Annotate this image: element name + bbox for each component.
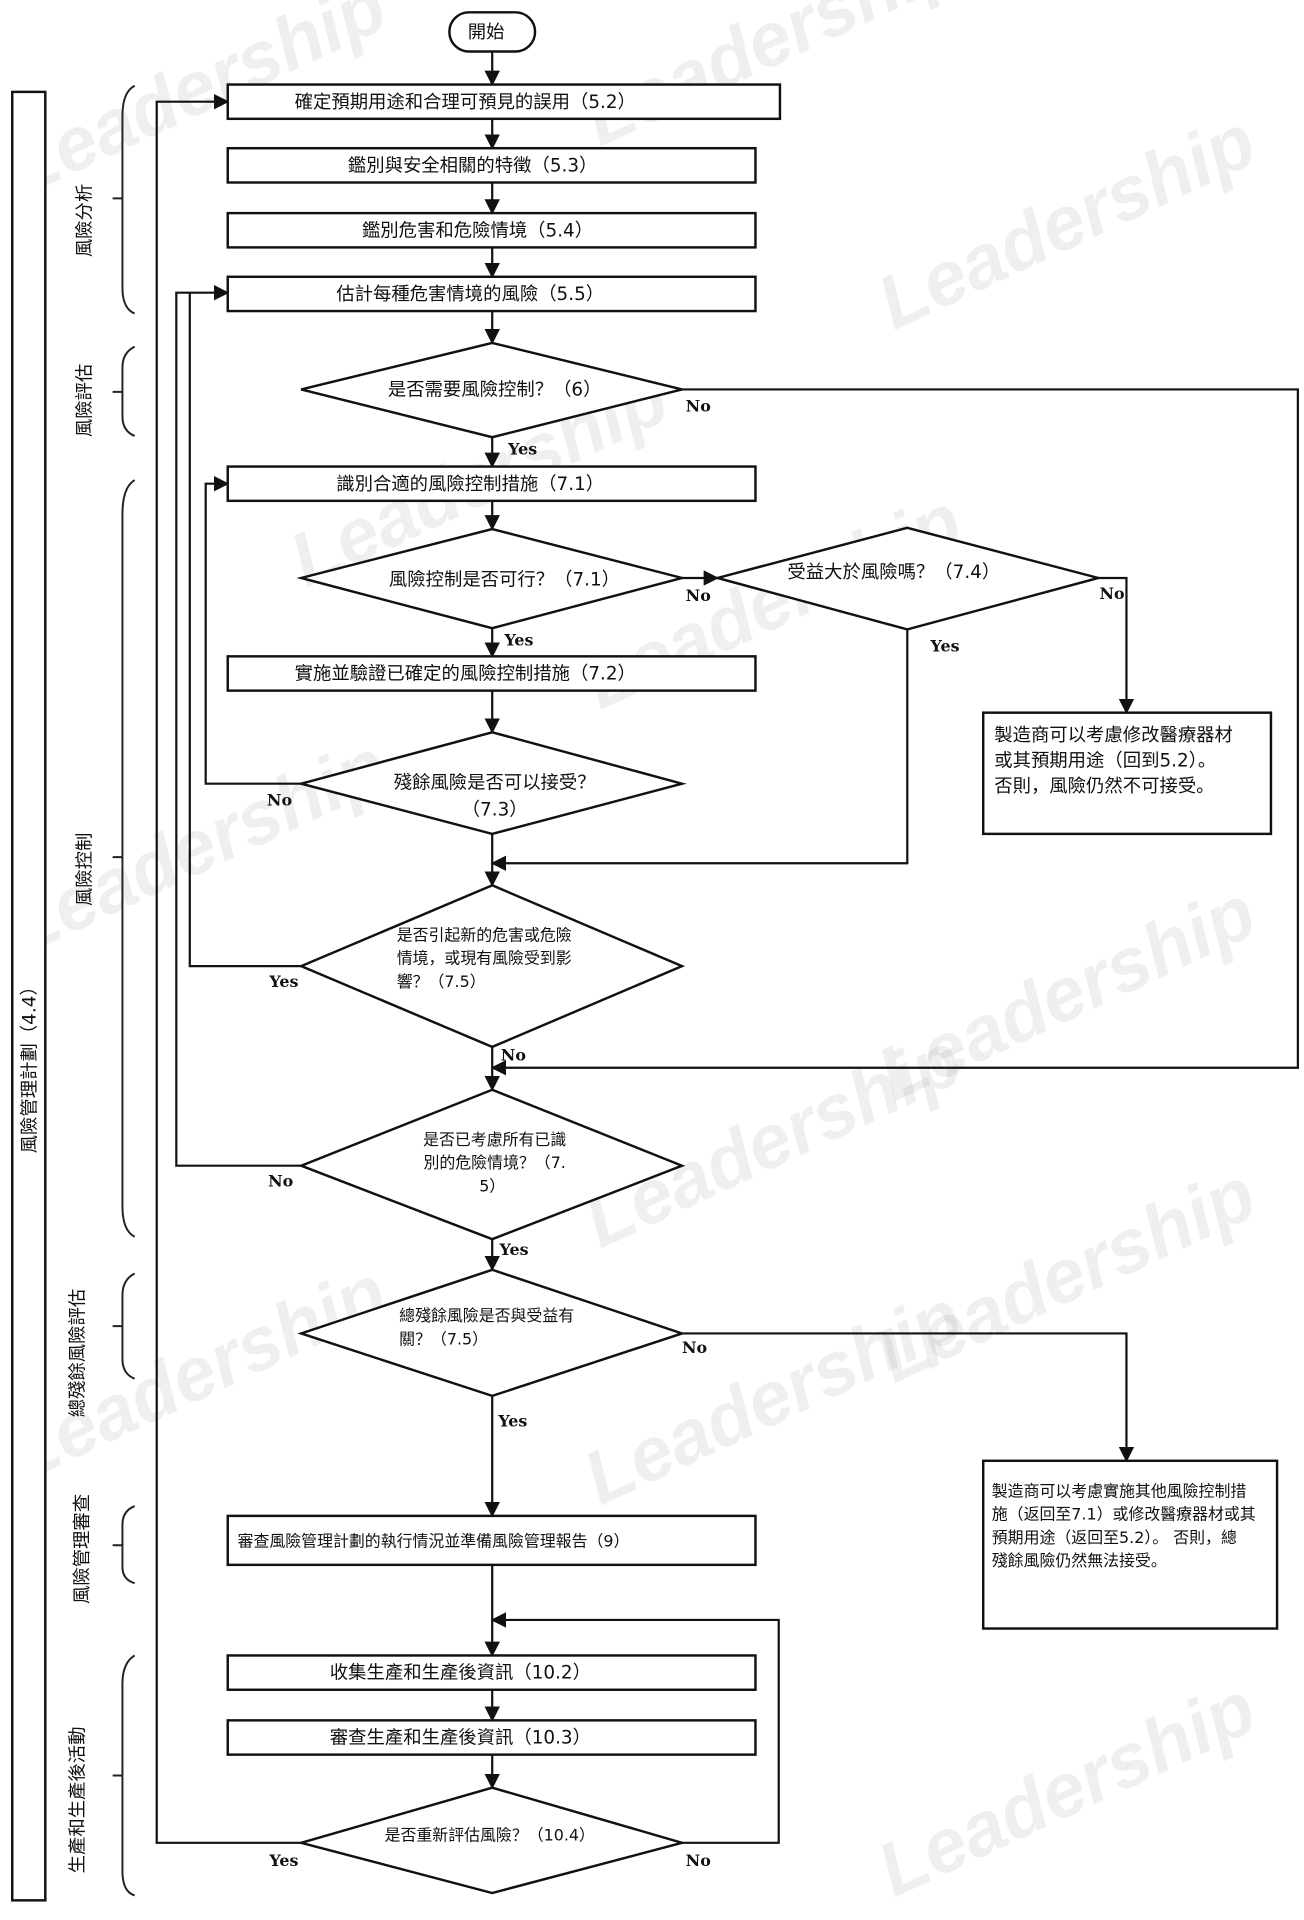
no-label: No: [501, 1045, 526, 1064]
svg-text:施（返回至7.1）或修改醫療器材或其: 施（返回至7.1）或修改醫療器材或其: [992, 1505, 1256, 1524]
svg-text:估計每種危害情境的風險（5.5）: 估計每種危害情境的風險（5.5）: [336, 284, 604, 305]
svg-text:是否需要風險控制？（6）: 是否需要風險控制？（6）: [388, 380, 602, 401]
start-label: 開始: [468, 22, 505, 43]
svg-text:5）: 5）: [479, 1176, 505, 1195]
decision-all-considered: 是否已考慮所有已識 別的危險情境？（7. 5）: [297, 1088, 686, 1241]
yes-label: Yes: [507, 439, 537, 458]
svg-text:收集生產和生產後資訊（10.2）: 收集生產和生產後資訊（10.2）: [330, 1663, 591, 1684]
box-estimate-risk: 估計每種危害情境的風險（5.5）: [226, 275, 757, 313]
watermark: Leadership: [865, 1665, 1268, 1913]
watermark: Leadership: [571, 1016, 974, 1264]
no-label: No: [267, 791, 292, 810]
no-label: No: [1100, 584, 1125, 603]
svg-text:受益大於風險嗎？（7.4）: 受益大於風險嗎？（7.4）: [787, 562, 1000, 583]
svg-text:總殘餘風險是否與受益有: 總殘餘風險是否與受益有: [399, 1306, 574, 1325]
phase-braces: 風險分析 風險評估 風險控制 總殘餘風險評估 風險管理審查 生產和生產後活動: [67, 84, 136, 1897]
branch-labels: No Yes No Yes No Yes No Yes No No Yes No…: [267, 396, 1125, 1870]
svg-text:是否重新評估風險？（10.4）: 是否重新評估風險？（10.4）: [385, 1825, 595, 1844]
svg-text:關？（7.5）: 關？（7.5）: [399, 1329, 488, 1348]
svg-text:預期用途（返回至5.2）。 否則，總: 預期用途（返回至5.2）。 否則，總: [992, 1528, 1237, 1547]
watermark: Leadership: [865, 1151, 1268, 1399]
decision-residual-acceptable: 殘餘風險是否可以接受？ （7.3）: [296, 730, 687, 836]
note-overall-unacceptable: 製造商可以考慮實施其他風險控制措 施（返回至7.1）或修改醫療器材或其 預期用途…: [981, 1459, 1279, 1630]
box-identify-hazards: 鑑別危害和危險情境（5.4）: [226, 211, 757, 249]
svg-text:否則，風險仍然不可接受。: 否則，風險仍然不可接受。: [994, 776, 1214, 797]
svg-text:審查風險管理計劃的執行情況並準備風險管理報告（9）: 審查風險管理計劃的執行情況並準備風險管理報告（9）: [238, 1531, 630, 1550]
yes-label: Yes: [930, 636, 960, 655]
watermark: Leadership: [571, 0, 974, 162]
svg-text:識別合適的風險控制措施（7.1）: 識別合適的風險控制措施（7.1）: [336, 474, 604, 495]
svg-text:是否已考慮所有已識: 是否已考慮所有已識: [423, 1130, 566, 1149]
phase-overall: 總殘餘風險評估: [67, 1289, 88, 1418]
no-label: No: [268, 1172, 293, 1191]
decision-benefit: 受益大於風險嗎？（7.4）: [712, 526, 1104, 631]
phase-production: 生產和生產後活動: [67, 1727, 88, 1874]
box-collect-info: 收集生產和生產後資訊（10.2）: [226, 1654, 757, 1691]
watermark: Leadership: [0, 1249, 399, 1497]
svg-text:風險控制是否可行？（7.1）: 風險控制是否可行？（7.1）: [389, 569, 620, 590]
no-label: No: [686, 586, 711, 605]
box-review-report: 審查風險管理計劃的執行情況並準備風險管理報告（9）: [226, 1514, 757, 1567]
connectors: [155, 51, 1299, 1844]
decision-need-control: 是否需要風險控制？（6）: [300, 341, 683, 439]
yes-label: Yes: [499, 1240, 529, 1259]
process-boxes: 確定預期用途和合理可預見的誤用（5.2） 鑑別與安全相關的特徵（5.3） 鑑別危…: [226, 83, 782, 1756]
svg-text:鑑別與安全相關的特徵（5.3）: 鑑別與安全相關的特徵（5.3）: [348, 155, 598, 176]
phase-evaluation: 風險評估: [75, 364, 96, 437]
yes-label: Yes: [268, 972, 298, 991]
svg-text:或其預期用途（回到5.2）。: 或其預期用途（回到5.2）。: [994, 751, 1216, 772]
svg-text:（7.3）: （7.3）: [462, 800, 528, 821]
box-identify-controls: 識別合適的風險控制措施（7.1）: [226, 465, 757, 503]
decision-overall-residual: 總殘餘風險是否與受益有 關？（7.5）: [297, 1268, 686, 1398]
watermark: Leadership: [0, 722, 399, 970]
no-label: No: [686, 1851, 711, 1870]
yes-label: Yes: [268, 1851, 298, 1870]
svg-text:鑑別危害和危險情境（5.4）: 鑑別危害和危險情境（5.4）: [362, 220, 593, 241]
svg-text:是否引起新的危害或危險: 是否引起新的危害或危險: [397, 925, 572, 944]
phase-review: 風險管理審查: [72, 1494, 93, 1604]
no-label: No: [682, 1338, 707, 1357]
svg-text:審查生產和生產後資訊（10.3）: 審查生產和生產後資訊（10.3）: [330, 1728, 591, 1749]
plan-bar: 風險管理計劃（4.4）: [11, 90, 47, 1902]
box-intended-use: 確定預期用途和合理可預見的誤用（5.2）: [226, 83, 782, 121]
decisions: 是否需要風險控制？（6） 風險控制是否可行？（7.1） 受益大於風險嗎？（7.4…: [296, 341, 1104, 1895]
svg-text:實施並驗證已確定的風險控制措施（7.2）: 實施並驗證已確定的風險控制措施（7.2）: [295, 664, 636, 685]
svg-text:殘餘風險仍然無法接受。: 殘餘風險仍然無法接受。: [992, 1551, 1167, 1570]
plan-label: 風險管理計劃（4.4）: [20, 977, 41, 1153]
watermark: Leadership: [865, 98, 1268, 346]
svg-text:殘餘風險是否可以接受？: 殘餘風險是否可以接受？: [394, 773, 596, 794]
no-label: No: [686, 396, 711, 415]
box-implement-controls: 實施並驗證已確定的風險控制措施（7.2）: [226, 655, 757, 692]
decision-feasible: 風險控制是否可行？（7.1）: [296, 527, 687, 630]
svg-text:製造商可以考慮實施其他風險控制措: 製造商可以考慮實施其他風險控制措: [992, 1481, 1247, 1500]
box-safety-characteristics: 鑑別與安全相關的特徵（5.3）: [226, 146, 757, 184]
svg-text:製造商可以考慮修改醫療器材: 製造商可以考慮修改醫療器材: [994, 725, 1233, 746]
svg-text:情境，或現有風險受到影: 情境，或現有風險受到影: [397, 949, 572, 968]
decision-reevaluate: 是否重新評估風險？（10.4）: [296, 1786, 687, 1895]
box-review-info: 審查生產和生產後資訊（10.3）: [226, 1719, 757, 1756]
yes-label: Yes: [503, 630, 533, 649]
note-unacceptable: 製造商可以考慮修改醫療器材 或其預期用途（回到5.2）。 否則，風險仍然不可接受…: [981, 711, 1273, 836]
svg-text:別的危險情境？（7.: 別的危險情境？（7.: [423, 1153, 565, 1172]
decision-new-hazards: 是否引起新的危害或危險 情境，或現有風險受到影 響？（7.5）: [298, 883, 686, 1049]
yes-label: Yes: [497, 1412, 527, 1431]
svg-text:響？（7.5）: 響？（7.5）: [397, 972, 486, 991]
svg-text:確定預期用途和合理可預見的誤用（5.2）: 確定預期用途和合理可預見的誤用（5.2）: [295, 92, 636, 113]
start-terminal: 開始: [448, 11, 537, 53]
phase-control: 風險控制: [75, 833, 96, 906]
phase-analysis: 風險分析: [75, 184, 96, 257]
